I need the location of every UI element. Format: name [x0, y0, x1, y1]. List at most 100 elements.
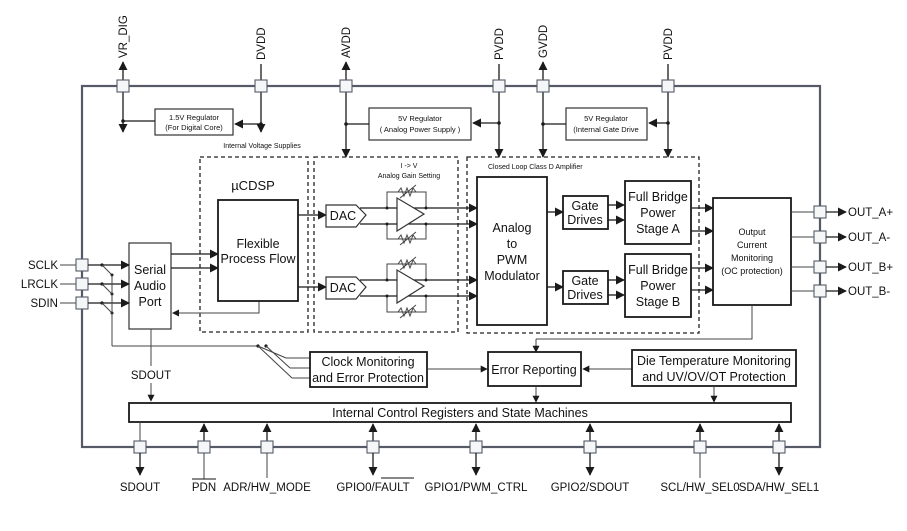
pin-pad — [492, 79, 506, 93]
left-pin-sdin: SDIN — [31, 296, 130, 314]
error-reporting-block: Error Reporting — [487, 351, 582, 387]
ucdsp-group — [199, 156, 309, 333]
top-pin-pvdd-2: PVDD — [661, 28, 675, 158]
pin-pad — [661, 79, 675, 93]
pin-label: OUT_A+ — [848, 207, 893, 219]
bottom-pin-gpio0-fault: GPIO0/FAULT — [336, 423, 414, 494]
output-current-monitoring-block: Output Current Monitoring (OC protection… — [712, 197, 792, 306]
svg-text:(For Digital Core): (For Digital Core) — [165, 123, 223, 132]
svg-text:and UV/OV/OT Protection: and UV/OV/OT Protection — [642, 370, 786, 384]
pin-label: OUT_B- — [848, 286, 890, 298]
pin-pad — [197, 440, 211, 454]
svg-text:Port: Port — [139, 295, 162, 309]
svg-text:to: to — [507, 237, 517, 251]
top-pin-pvdd-1: PVDD — [492, 28, 506, 158]
regulator-5v-gate: 5V Regulator (Internal Gate Drive — [541, 107, 670, 141]
svg-text:5V Regulator: 5V Regulator — [584, 114, 628, 123]
right-pin-out-b-minus: OUT_B- — [791, 284, 890, 298]
pin-pad — [813, 230, 827, 244]
top-pin-vr-dig: VR_DIG — [116, 15, 130, 133]
pin-label: OUT_A- — [848, 232, 890, 244]
pin-pad — [583, 440, 597, 454]
regulator-1v5-digital: 1.5V Regulator (For Digital Core) — [121, 108, 263, 136]
pin-label: PVDD — [494, 28, 506, 60]
pin-label: DVDD — [256, 27, 268, 60]
pin-label: PVDD — [663, 28, 675, 60]
pin-label: LRCLK — [21, 279, 58, 291]
internal-sdout-label: SDOUT — [131, 370, 171, 382]
svg-text:Process Flow: Process Flow — [220, 252, 296, 266]
svg-text:Analog: Analog — [493, 221, 532, 235]
left-pin-sclk: SCLK — [28, 258, 130, 276]
regulator-5v-analog: 5V Regulator ( Analog Power Supply ) — [344, 107, 501, 141]
svg-text:Stage A: Stage A — [636, 222, 680, 236]
pin-label: SCLK — [28, 260, 58, 272]
svg-text:DAC: DAC — [330, 281, 356, 295]
pin-pad — [133, 440, 147, 454]
pin-label: SDA/HW_SEL1 — [739, 482, 820, 494]
top-pin-dvdd: DVDD — [254, 27, 268, 133]
pin-label: VR_DIG — [118, 15, 130, 58]
pin-pad — [339, 79, 353, 93]
svg-text:1.5V Regulator: 1.5V Regulator — [169, 113, 220, 122]
analog-gain-group — [313, 156, 459, 333]
pin-pad — [75, 296, 89, 310]
pin-pad — [469, 440, 483, 454]
pin-label: SDIN — [31, 298, 58, 310]
bottom-pin-adr-hw-mode: ADR/HW_MODE — [223, 423, 311, 494]
svg-text:Error Reporting: Error Reporting — [491, 363, 576, 377]
svg-text:(Internal Gate Drive: (Internal Gate Drive — [573, 125, 638, 134]
svg-text:Current: Current — [737, 240, 768, 250]
i-to-v-label: I -> V — [401, 163, 418, 170]
right-pin-out-b-plus: OUT_B+ — [791, 260, 893, 274]
class-d-amplifier-group — [466, 156, 700, 334]
flexible-process-flow-block: Flexible Process Flow — [217, 199, 299, 302]
dsp-to-sap-wire — [173, 301, 260, 314]
ucdsp-label: µCDSP — [231, 178, 275, 193]
svg-text:Full Bridge: Full Bridge — [628, 263, 688, 277]
pin-pad — [116, 79, 130, 93]
bottom-pin-gpio2-sdout: GPIO2/SDOUT — [551, 423, 630, 494]
internal-voltage-supplies-label: Internal Voltage Supplies — [223, 143, 301, 150]
clock-monitoring-block: Clock Monitoring and Error Protection — [309, 351, 428, 388]
svg-text:Gate: Gate — [571, 199, 598, 213]
left-pin-lrclk: LRCLK — [21, 277, 130, 295]
svg-text:Flexible: Flexible — [236, 237, 279, 251]
svg-text:Drives: Drives — [567, 288, 602, 302]
analog-to-pwm-modulator-block: Analog to PWM Modulator — [476, 176, 548, 326]
svg-text:Stage B: Stage B — [636, 295, 680, 309]
svg-text:and Error Protection: and Error Protection — [312, 371, 424, 385]
serial-audio-port-block: Serial Audio Port — [128, 242, 172, 330]
clock-bus-wiring — [110, 273, 310, 379]
right-pin-out-a-plus: OUT_A+ — [791, 205, 893, 219]
pin-label: PDN — [192, 482, 216, 494]
pin-label: GPIO0/FAULT — [336, 482, 409, 494]
bottom-pin-gpio1-pwm-ctrl: GPIO1/PWM_CTRL — [425, 423, 528, 494]
svg-text:Die Temperature Monitoring: Die Temperature Monitoring — [637, 354, 791, 368]
svg-text:Internal Control Registers and: Internal Control Registers and State Mac… — [332, 406, 588, 420]
pin-label: AVDD — [341, 27, 353, 58]
svg-text:Drives: Drives — [567, 213, 602, 227]
full-bridge-stage-a-block: Full Bridge Power Stage A — [624, 180, 692, 245]
dac-1: DAC — [325, 204, 367, 228]
bottom-pin-pdn: PDN — [192, 423, 216, 494]
pin-pad — [693, 440, 707, 454]
die-temperature-monitoring-block: Die Temperature Monitoring and UV/OV/OT … — [631, 349, 797, 387]
pin-pad — [75, 277, 89, 291]
svg-text:Monitoring: Monitoring — [731, 253, 773, 263]
class-d-label: Closed Loop Class D Amplifier — [488, 164, 583, 171]
top-pin-gvdd: GVDD — [536, 25, 550, 158]
bottom-pin-scl-hw-sel0: SCL/HW_SEL0 — [660, 423, 740, 494]
svg-text:Full Bridge: Full Bridge — [628, 190, 688, 204]
pin-label: GPIO2/SDOUT — [551, 482, 630, 494]
opamp-2 — [360, 256, 478, 319]
pin-pad — [260, 440, 274, 454]
top-pin-avdd: AVDD — [339, 27, 353, 158]
pin-label: ADR/HW_MODE — [223, 482, 311, 494]
gate-drives-a-block: Gate Drives — [562, 195, 609, 230]
control-registers-block: Internal Control Registers and State Mac… — [128, 402, 792, 423]
pin-pad — [813, 205, 827, 219]
svg-text:( Analog Power Supply ): ( Analog Power Supply ) — [380, 125, 461, 134]
pin-pad — [813, 284, 827, 298]
